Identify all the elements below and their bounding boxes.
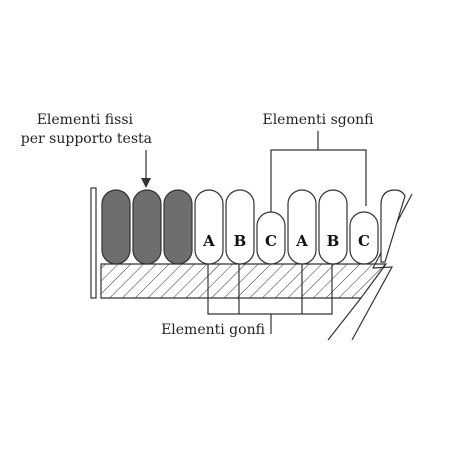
cell-letter: C bbox=[265, 232, 277, 250]
fixed-elements-label-line1: Elementi fissi bbox=[37, 112, 134, 128]
inflated-cell bbox=[318, 189, 348, 265]
inflated-elements-label: Elementi gonfi bbox=[161, 322, 266, 338]
cell-letter: A bbox=[295, 232, 308, 250]
inflated-cell bbox=[194, 189, 224, 265]
deflated-cell bbox=[256, 211, 286, 265]
deflated-cell bbox=[349, 211, 379, 265]
fixed-cell bbox=[132, 189, 162, 265]
fixed-cell bbox=[163, 189, 193, 265]
deflated-elements-label: Elementi sgonfi bbox=[262, 112, 374, 128]
cell-letter: C bbox=[358, 232, 370, 250]
cell-letter: B bbox=[234, 232, 247, 250]
inflated-elements-bracket bbox=[207, 264, 333, 334]
headboard bbox=[90, 187, 97, 299]
inflated-cell bbox=[225, 189, 255, 265]
partial-cell bbox=[380, 189, 406, 263]
fixed-elements-label-line2: per supporto testa bbox=[21, 131, 152, 147]
mattress-base bbox=[100, 263, 388, 299]
base-slope bbox=[327, 297, 362, 341]
inflated-cell bbox=[287, 189, 317, 265]
cell-letter: B bbox=[327, 232, 340, 250]
fixed-cell bbox=[101, 189, 131, 265]
fixed-elements-arrow bbox=[141, 150, 151, 188]
cell-letter: A bbox=[202, 232, 215, 250]
deflated-elements-bracket bbox=[270, 131, 367, 212]
